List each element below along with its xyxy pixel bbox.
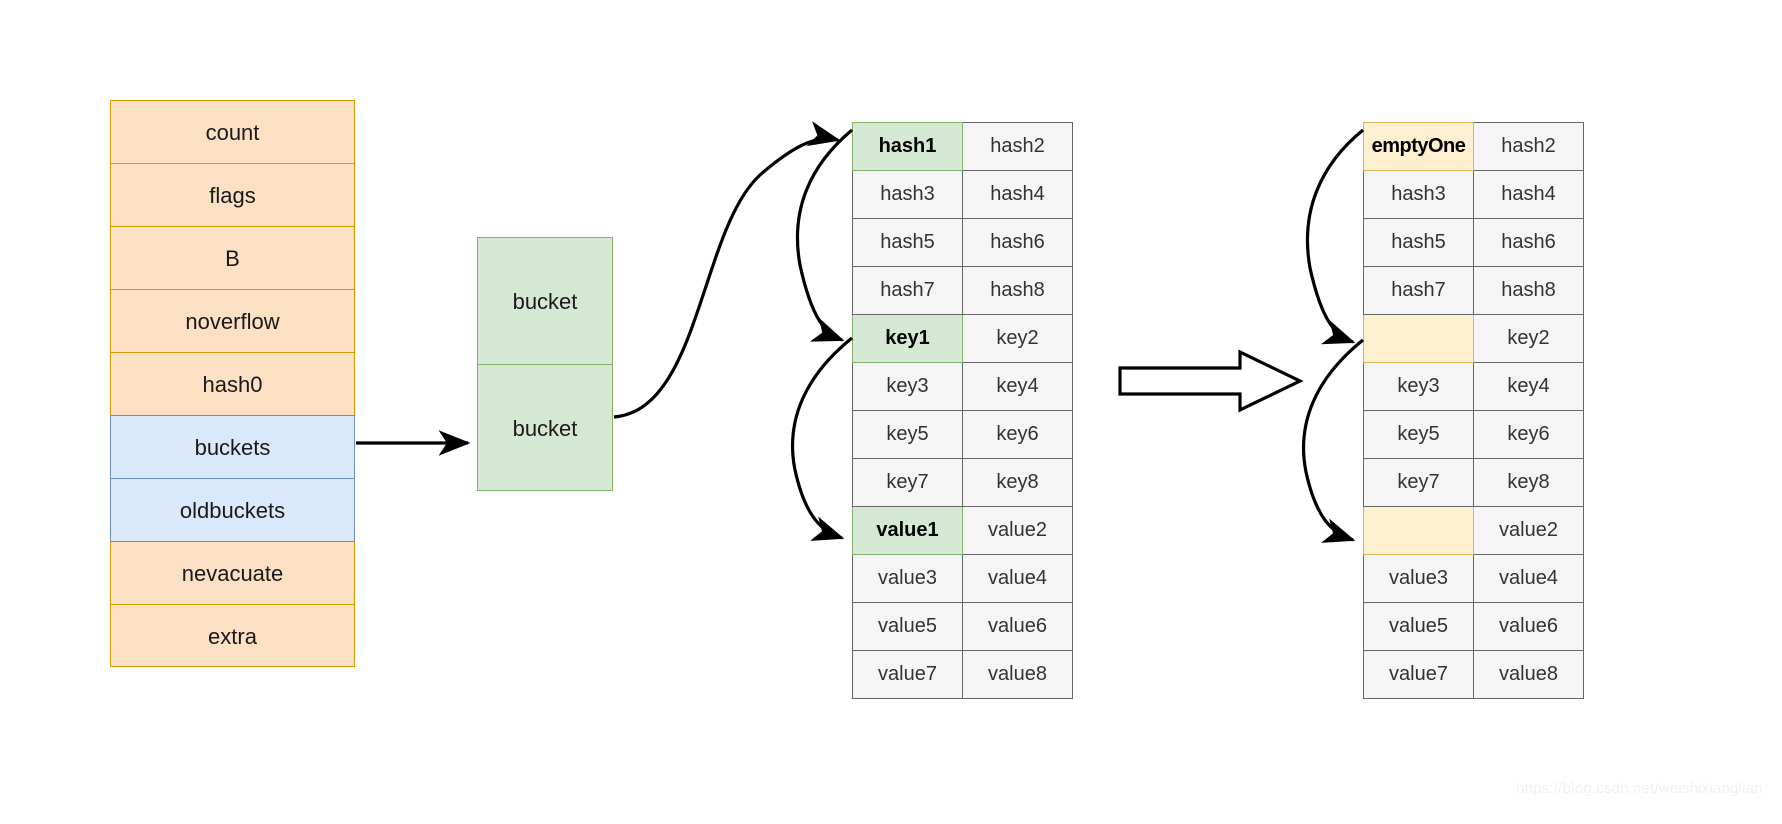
bmap-cell-right: value8 xyxy=(1473,650,1584,699)
bmap-cell-left: value7 xyxy=(852,650,963,699)
bucket-cell: bucket xyxy=(477,237,613,364)
bmap-cell-left xyxy=(1363,506,1474,555)
bmap-cell-right: key2 xyxy=(962,314,1073,363)
bmap-cell-right: key4 xyxy=(962,362,1073,411)
bmap-cell-left: hash3 xyxy=(852,170,963,219)
hmap-field-b: B xyxy=(110,226,355,289)
bmap-cell-left: value5 xyxy=(852,602,963,651)
hmap-field-hash0: hash0 xyxy=(110,352,355,415)
bmap-cell-left: hash7 xyxy=(1363,266,1474,315)
bmap-cell-left: key7 xyxy=(1363,458,1474,507)
bmap-cell-right: key8 xyxy=(962,458,1073,507)
bmap-cell-left: key5 xyxy=(852,410,963,459)
hmap-field-noverflow: noverflow xyxy=(110,289,355,352)
bmap-cell-left: emptyOne xyxy=(1363,122,1474,171)
bmap-cell-right: key2 xyxy=(1473,314,1584,363)
bmap-cell-left: value5 xyxy=(1363,602,1474,651)
bmap-row: key2 xyxy=(1363,314,1584,363)
arrow-hash1-to-key1 xyxy=(795,128,854,342)
hmap-field-buckets: buckets xyxy=(110,415,355,478)
bmap-cell-right: key6 xyxy=(1473,410,1584,459)
bmap-cell-right: hash6 xyxy=(962,218,1073,267)
bmap-cell-left: value7 xyxy=(1363,650,1474,699)
bmap-cell-right: hash8 xyxy=(1473,266,1584,315)
bmap-cell-right: value4 xyxy=(1473,554,1584,603)
bmap-cell-left: key1 xyxy=(852,314,963,363)
bmap-cell-right: hash2 xyxy=(1473,122,1584,171)
bmap-cell-right: value2 xyxy=(962,506,1073,555)
bmap-cell-left: hash5 xyxy=(1363,218,1474,267)
bmap-cell-right: value2 xyxy=(1473,506,1584,555)
hmap-field-flags: flags xyxy=(110,163,355,226)
arrow-emptyone-to-empty-key xyxy=(1305,128,1365,345)
arrow-bucket-to-hash1 xyxy=(613,121,841,419)
bmap-cell-right: hash6 xyxy=(1473,218,1584,267)
bmap-cell-right: value6 xyxy=(1473,602,1584,651)
bmap-cell-right: hash4 xyxy=(1473,170,1584,219)
bmap-cell-left: value1 xyxy=(852,506,963,555)
bmap-cell-right: hash8 xyxy=(962,266,1073,315)
bmap-cell-left: hash1 xyxy=(852,122,963,171)
bmap-cell-right: key6 xyxy=(962,410,1073,459)
bmap-cell-right: value6 xyxy=(962,602,1073,651)
hmap-field-oldbuckets: oldbuckets xyxy=(110,478,355,541)
hmap-field-extra: extra xyxy=(110,604,355,667)
bmap-cell-right: hash4 xyxy=(962,170,1073,219)
bmap-cell-right: hash2 xyxy=(962,122,1073,171)
bmap-cell-left xyxy=(1363,314,1474,363)
transition-block-arrow xyxy=(1118,349,1304,413)
bmap-cell-right: key8 xyxy=(1473,458,1584,507)
bmap-cell-right: value8 xyxy=(962,650,1073,699)
bmap-cell-left: hash5 xyxy=(852,218,963,267)
hmap-field-nevacuate: nevacuate xyxy=(110,541,355,604)
arrow-key1-to-value1 xyxy=(790,336,854,541)
arrow-empty-key-to-empty-value xyxy=(1301,338,1365,543)
bmap-cell-left: hash7 xyxy=(852,266,963,315)
bmap-cell-left: key3 xyxy=(1363,362,1474,411)
bmap-cell-left: key5 xyxy=(1363,410,1474,459)
bmap-cell-left: value3 xyxy=(1363,554,1474,603)
bmap-cell-right: value4 xyxy=(962,554,1073,603)
bmap-row: value2 xyxy=(1363,506,1584,555)
bmap-cell-right: key4 xyxy=(1473,362,1584,411)
bmap-cell-left: key3 xyxy=(852,362,963,411)
hmap-field-count: count xyxy=(110,100,355,163)
bucket-cell: bucket xyxy=(477,364,613,491)
bmap-cell-left: value3 xyxy=(852,554,963,603)
watermark: https://blog.csdn.net/weishixianglian xyxy=(1516,780,1763,797)
bmap-cell-left: key7 xyxy=(852,458,963,507)
bmap-cell-left: hash3 xyxy=(1363,170,1474,219)
